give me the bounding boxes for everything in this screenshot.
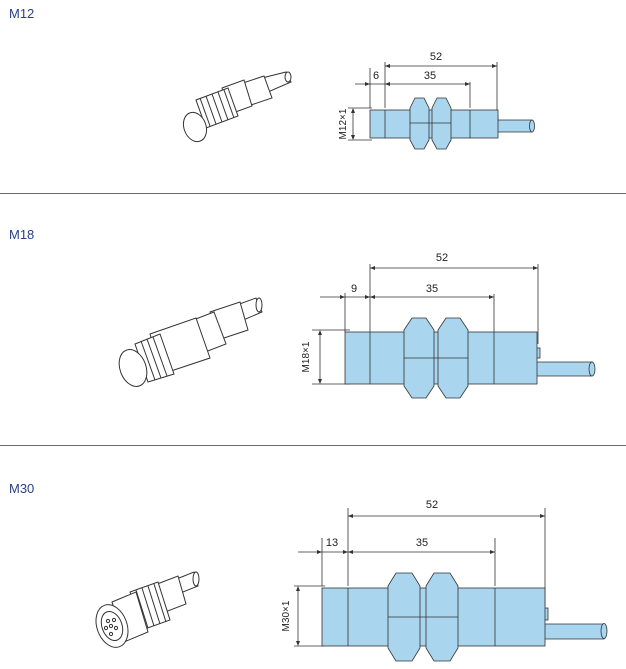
dim-thread: M12×1: [338, 108, 349, 139]
section-title: M30: [9, 481, 35, 496]
dim-offset: 13: [326, 537, 338, 549]
section-m18: M18: [0, 194, 626, 445]
dim-total: 52: [436, 252, 448, 264]
dim-offset: 9: [351, 283, 357, 295]
section-divider: [0, 445, 626, 446]
sensor-m18-illustration: [118, 297, 263, 387]
dimension-drawing-m12: 52 35 6 M12×1: [338, 51, 535, 150]
sensor-m30-connector-illustration: [95, 571, 200, 648]
dim-offset: 6: [373, 70, 379, 82]
section-title: M18: [9, 227, 35, 242]
dim-thread: M18×1: [301, 341, 312, 372]
section-m12: M12: [0, 0, 626, 193]
dimension-drawing-m18: 52 35 9 M18×1: [301, 252, 596, 399]
section-m30: M30: [0, 446, 626, 669]
dimension-drawing-m30: 52 35 13 M30×1: [281, 499, 608, 662]
dim-total: 52: [430, 51, 442, 63]
dim-body: 35: [426, 283, 438, 295]
dim-thread: M30×1: [281, 600, 292, 631]
dim-body: 35: [416, 537, 428, 549]
section-title: M12: [9, 6, 35, 21]
dim-total: 52: [426, 499, 438, 511]
section-divider: [0, 193, 626, 194]
sensor-m12-illustration: [182, 71, 292, 143]
dim-body: 35: [424, 70, 436, 82]
